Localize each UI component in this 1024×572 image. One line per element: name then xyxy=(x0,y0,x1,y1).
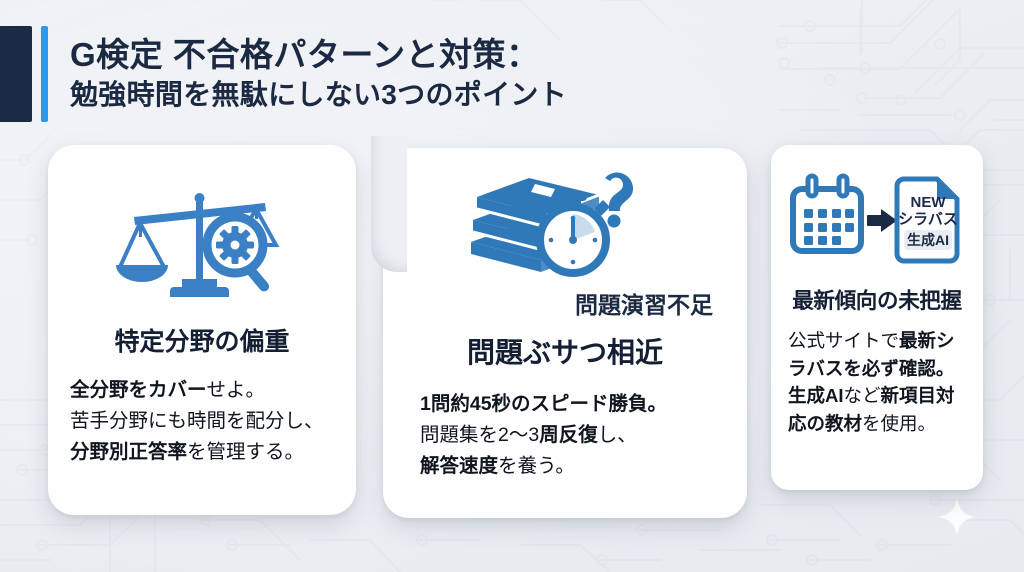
page-title-line-1: G検定 不合格パターンと対策： xyxy=(70,35,540,73)
body-line: 全分野をカバーせよ。 xyxy=(70,379,266,401)
body-line: 問題集を2〜3周反復し、 xyxy=(420,423,637,446)
card-2-notch-cutout xyxy=(371,136,407,272)
doc-badge-label: 生成AI xyxy=(907,232,949,248)
card-2-subheading: 問題演習不足 xyxy=(575,292,713,318)
header-title-group: G検定 不合格パターンと対策： 勉強時間を無駄にしない3つのポイント xyxy=(70,26,567,122)
body-line: 公式サイトで最新シ xyxy=(788,329,955,351)
body-line: 応の教材を使用。 xyxy=(788,413,937,435)
header-blue-accent-bar xyxy=(41,26,48,122)
doc-new-label: NEW xyxy=(911,194,947,211)
calendar-to-new-syllabus-document-icon: NEW シラバス 生成AI xyxy=(787,171,967,267)
card-2-heading: 問題ぶサつ相近 xyxy=(466,336,663,368)
page-header: G検定 不合格パターンと対策： 勉強時間を無駄にしない3つのポイント xyxy=(0,26,567,122)
card-1-heading: 特定分野の偏重 xyxy=(114,328,290,356)
header-navy-block xyxy=(0,26,32,122)
card-1-body: 全分野をカバーせよ。苦手分野にも時間を配分し、分野別正答率を管理する。 xyxy=(70,375,334,467)
doc-syllabus-label: シラバス xyxy=(898,211,958,228)
card-3-body: 公式サイトで最新シラバスを必ず確認。生成AIなど新項目対応の教材を使用。 xyxy=(788,327,966,438)
card-specific-field-bias[interactable]: 特定分野の偏重 全分野をカバーせよ。苦手分野にも時間を配分し、分野別正答率を管理… xyxy=(48,145,356,515)
balance-scale-magnifier-icon xyxy=(112,183,292,303)
page-title-line-2: 勉強時間を無駄にしない3つのポイント xyxy=(70,78,567,110)
sparkle-star xyxy=(938,498,976,536)
body-line: 分野別正答率を管理する。 xyxy=(70,440,305,463)
body-line: 解答速度を養う。 xyxy=(420,454,575,477)
card-insufficient-practice[interactable]: 問題演習不足 問題ぶサつ相近 1問約45秒のスピード勝負。問題集を2〜3周反復し… xyxy=(383,148,747,518)
card-3-heading: 最新傾向の未把握 xyxy=(792,289,962,313)
books-stopwatch-question-icon xyxy=(463,164,633,280)
body-line: 1問約45秒のスピード勝負。 xyxy=(420,393,668,416)
body-line: 生成AIなど新項目対 xyxy=(788,385,955,407)
card-2-body: 1問約45秒のスピード勝負。問題集を2〜3周反復し、解答速度を養う。 xyxy=(420,389,710,481)
card-latest-trends-unknown[interactable]: NEW シラバス 生成AI 最新傾向の未把握 公式サイトで最新シラバスを必ず確認… xyxy=(771,145,983,490)
body-line: 苦手分野にも時間を配分し、 xyxy=(70,409,324,432)
body-line: ラバスを必ず確認。 xyxy=(788,357,955,379)
